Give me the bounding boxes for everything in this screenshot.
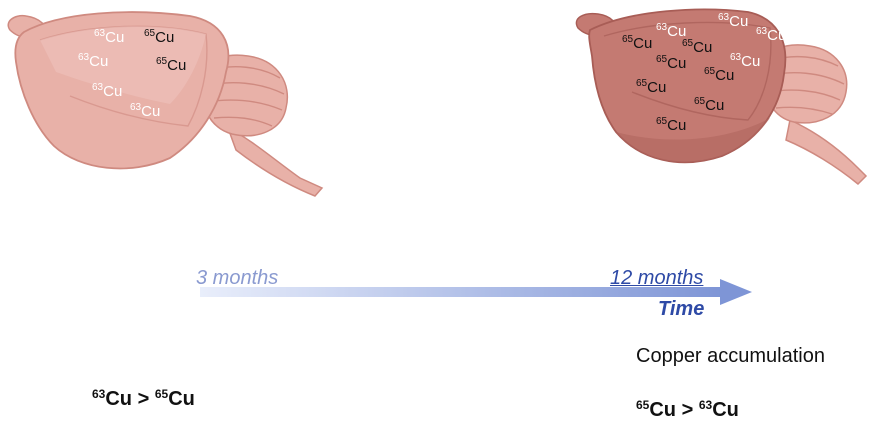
brainstem (228, 128, 322, 196)
timepoint-end-label: 12 months (610, 267, 703, 290)
ratio-symbol: Cu (105, 388, 132, 410)
ratio-operator: > (682, 399, 694, 421)
brainstem (786, 120, 866, 184)
ratio-symbol: Cu (649, 399, 676, 421)
ratio-mass: 63 (92, 387, 105, 401)
ratio-operator: > (138, 388, 150, 410)
ratio-mass: 65 (636, 398, 649, 412)
ratio-mass: 63 (699, 398, 712, 412)
time-axis-label: Time (658, 298, 704, 321)
ratio-mass: 65 (155, 387, 168, 401)
ratio-symbol: Cu (168, 388, 195, 410)
copper-accumulation-label: Copper accumulation (636, 345, 825, 368)
time-arrow-head (720, 279, 752, 305)
timepoint-start-label: 3 months (196, 267, 278, 290)
ratio-symbol: Cu (712, 399, 739, 421)
isotope-ratio-12-months: 65Cu > 63Cu (636, 399, 739, 422)
isotope-ratio-3-months: 63Cu > 65Cu (92, 388, 195, 411)
